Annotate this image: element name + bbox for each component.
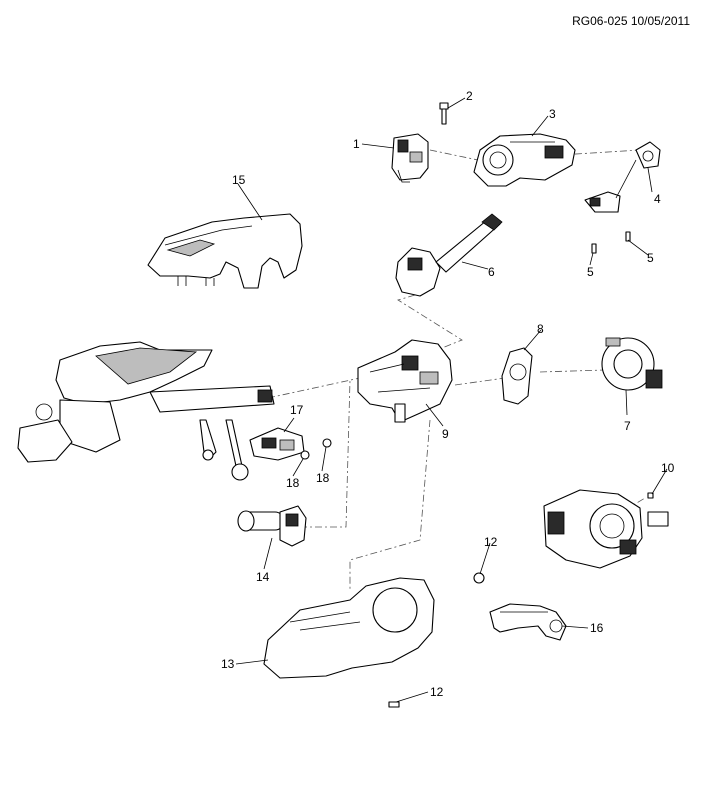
part-10-screw [647, 492, 654, 499]
callout-18a: 18 [286, 476, 300, 490]
part-8-retainer [501, 347, 533, 405]
callout-5b: 5 [647, 251, 654, 265]
leader-lines [235, 97, 668, 703]
part-14-lever [237, 505, 307, 547]
callout-10: 10 [661, 461, 675, 475]
callout-3: 3 [549, 107, 556, 121]
callout-16: 16 [590, 621, 604, 635]
callout-12b: 12 [430, 685, 444, 699]
part-9-switch-housing [357, 339, 453, 423]
part-5-screws [591, 231, 631, 254]
callout-1: 1 [353, 137, 360, 151]
callout-15: 15 [232, 173, 246, 187]
callouts: 1 2 3 4 5 5 6 7 8 9 10 12 12 13 14 15 16… [221, 89, 675, 699]
callout-8: 8 [537, 322, 544, 336]
drawing-id: RG06-025 10/05/2011 [572, 14, 690, 28]
part-18-screws [300, 438, 332, 460]
callout-9: 9 [442, 427, 449, 441]
callout-2: 2 [466, 89, 473, 103]
part-15-upper-trim-cover [147, 213, 303, 289]
callout-13: 13 [221, 657, 235, 671]
part-12-screws [388, 572, 485, 708]
steering-column [17, 341, 275, 481]
part-16-lower-bracket [489, 603, 567, 641]
callout-4: 4 [654, 192, 661, 206]
callout-5a: 5 [587, 265, 594, 279]
callout-14: 14 [256, 570, 270, 584]
part-7-clockspring [601, 337, 663, 391]
part-2-screw [439, 102, 449, 125]
part-1-ignition-switch [391, 133, 429, 183]
part-6-multifunction-lever [395, 213, 503, 297]
callout-18b: 18 [316, 471, 330, 485]
part-4-lock-sensor [584, 141, 661, 213]
part-17-switch [249, 427, 305, 461]
assembly-lines [267, 149, 646, 590]
callout-7: 7 [624, 419, 631, 433]
clockspring-assembly [543, 489, 669, 569]
part-3-lock-housing [473, 133, 576, 187]
callout-6: 6 [488, 265, 495, 279]
callout-12a: 12 [484, 535, 498, 549]
part-13-lower-trim-cover [263, 577, 435, 679]
callout-17: 17 [290, 403, 304, 417]
